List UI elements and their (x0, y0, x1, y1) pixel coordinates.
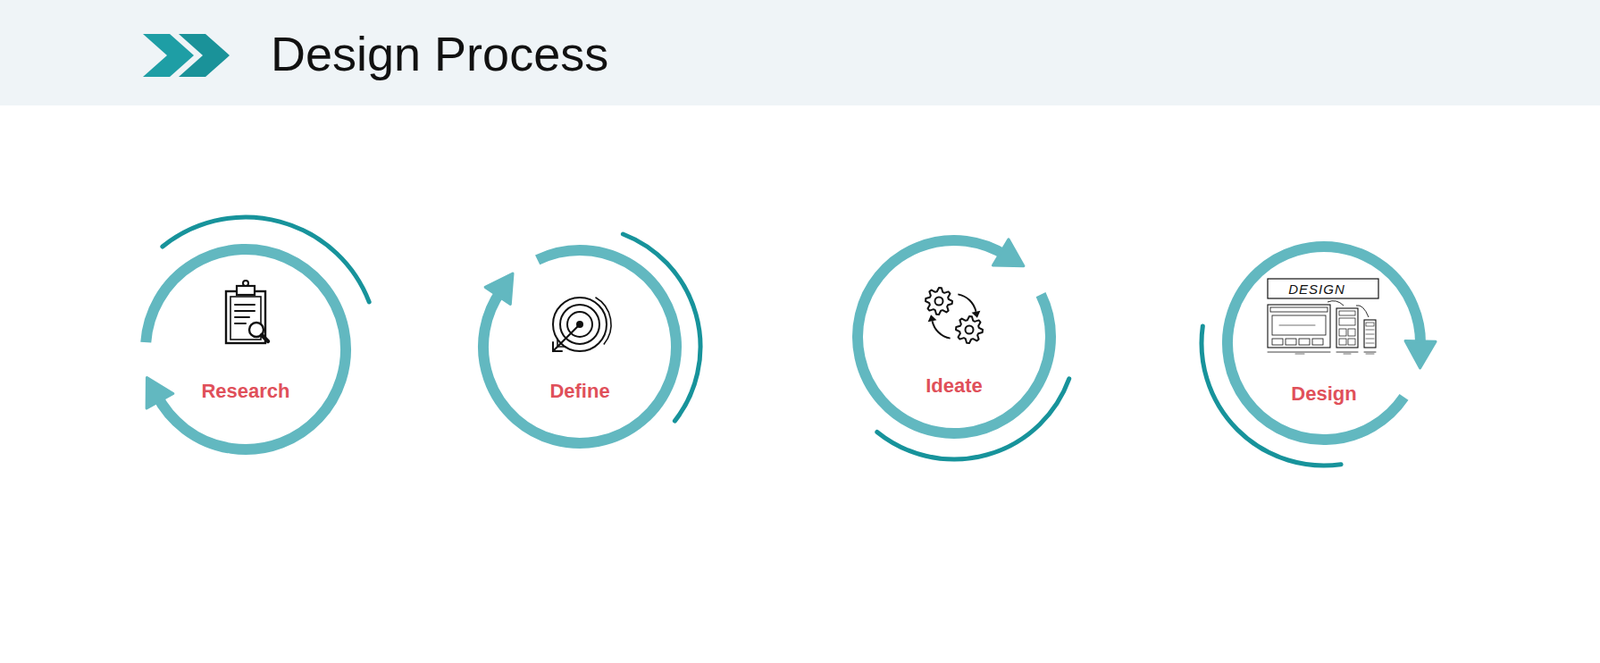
step-label: Design (1290, 382, 1357, 406)
sketch-arrow (1356, 305, 1369, 318)
process-circle: Ideate (802, 184, 1106, 489)
icon-line (234, 316, 250, 319)
icon-rect (1364, 319, 1376, 348)
icon-rect (1270, 307, 1328, 312)
icon-rect (1339, 338, 1347, 345)
icon-line (1279, 325, 1316, 327)
icon-line (1365, 338, 1374, 340)
icon-rect (1339, 310, 1356, 316)
icon-rect (1312, 338, 1324, 345)
process-circle: Define (427, 194, 732, 499)
icon-rect (1272, 338, 1283, 345)
sketch-arrow (1327, 301, 1344, 306)
icon-rect (226, 291, 266, 344)
target-arc (595, 297, 612, 345)
icon-rect (1267, 304, 1331, 348)
icon-line (1267, 351, 1331, 353)
icon-line (261, 335, 269, 342)
icon-rect (1339, 318, 1356, 326)
target-ring (552, 297, 607, 352)
ring-arrowhead (485, 273, 513, 304)
process-circle: Research (93, 197, 398, 502)
chevron-icon (0, 0, 269, 106)
gear (925, 287, 953, 315)
icon-line (1336, 351, 1358, 353)
icon-line (1365, 353, 1374, 355)
icon-rect (1272, 315, 1326, 336)
header-band: Design Process (0, 0, 1600, 106)
process-circle: Design (1172, 191, 1476, 495)
cycle-ring-graphic (93, 197, 398, 502)
icon-rect (1365, 322, 1374, 327)
icon-line (234, 309, 255, 312)
gear-hub (965, 326, 974, 335)
cycle-arrow-head (928, 314, 938, 322)
icon-rect (1336, 308, 1358, 348)
sketch-icon (1267, 278, 1379, 354)
cycle-ring (1227, 246, 1421, 440)
cycle-arrow (932, 320, 951, 338)
icon-rect (1348, 338, 1356, 345)
cycle-ring (145, 249, 346, 450)
icon-line (556, 338, 559, 347)
clipboard-icon (226, 280, 269, 344)
gears-icon (925, 287, 983, 344)
icon-rect (236, 285, 255, 295)
ring-arrowhead (1405, 341, 1436, 369)
icon-line (1295, 353, 1305, 355)
icon-rect (1339, 328, 1347, 336)
icon-rect (1348, 328, 1356, 336)
icon-ring (242, 280, 249, 286)
icon-line (1365, 334, 1374, 336)
cycle-arrow (957, 293, 976, 311)
icon-line (1343, 353, 1351, 355)
icon-line (552, 350, 562, 352)
step-label: Research (201, 379, 290, 403)
icon-rect (1267, 278, 1379, 299)
gear-hub (935, 297, 944, 306)
icon-line (1365, 343, 1374, 344)
icon-line (552, 342, 554, 352)
icon-line (552, 326, 579, 352)
ring-arrowhead (146, 377, 174, 409)
icon-line (557, 345, 566, 348)
step-label: Ideate (925, 374, 983, 398)
cycle-ring-graphic (1172, 191, 1476, 495)
icon-rect (1298, 338, 1310, 345)
step-label: Define (549, 379, 610, 403)
icon-line (1365, 329, 1374, 331)
icon-line (1364, 351, 1376, 353)
cycle-ring (857, 240, 1051, 434)
cycle-ring (483, 250, 677, 444)
icon-line (234, 322, 246, 325)
gear (955, 316, 983, 344)
cycle-ring-graphic (427, 194, 732, 499)
cycle-arrow-head (971, 310, 981, 319)
chevron (178, 33, 230, 77)
sketch-heading: DESIGN (1288, 281, 1346, 297)
diagram-title: Design Process (270, 25, 609, 82)
icon-line (234, 303, 255, 306)
target-icon (552, 297, 612, 352)
ring-arrowhead (992, 239, 1023, 267)
cycle-ring-graphic (802, 184, 1106, 489)
icon-rect (1285, 338, 1297, 345)
